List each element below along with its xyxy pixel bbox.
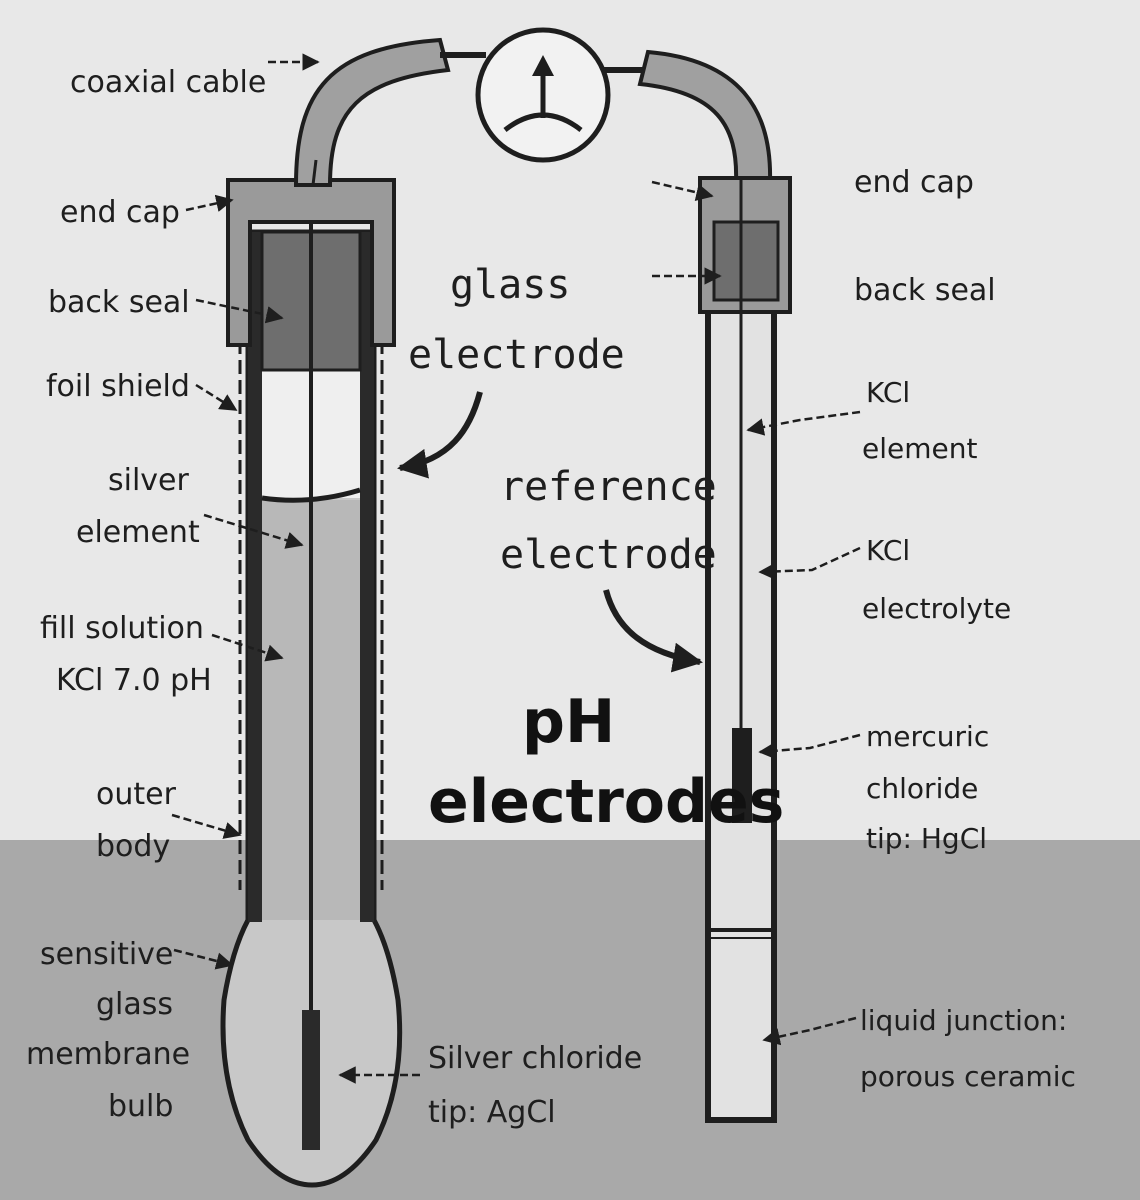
mercuric-chloride-tip [732,728,752,823]
label-reference-electrode-2: electrode [500,532,717,578]
reference-back-seal [712,220,780,302]
label-silver-element-1: silver [108,463,190,498]
label-kcl-electrolyte-2: electrolyte [862,592,1011,625]
label-kcl-electrolyte-1: KCl [866,534,910,567]
coaxial-cable-left [293,37,451,187]
label-glass-electrode-1: glass [450,262,570,308]
background-lower [0,840,1140,1200]
leader-lines-left [171,53,420,1084]
label-back-seal-right: back seal [854,273,996,308]
label-mercuric-2: chloride [866,772,978,805]
label-junction-1: liquid junction: [860,1004,1067,1037]
label-glass-electrode-2: electrode [408,332,625,378]
label-silver-chloride-2: tip: AgCl [428,1095,556,1130]
title-line-2: electrodes [428,767,784,837]
label-outer-body-1: outer [96,777,177,812]
label-outer-body-2: body [96,829,170,864]
label-bulb-1: sensitive [40,937,173,972]
label-bulb-2: glass [96,987,173,1022]
label-kcl-element-2: element [862,432,977,465]
label-bulb-3: membrane [26,1037,190,1072]
leader-lines-right [651,180,861,1046]
label-foil-shield: foil shield [46,369,190,404]
label-junction-2: porous ceramic [860,1060,1076,1093]
silver-chloride-tip [302,1010,320,1150]
glass-electrode [220,37,451,1188]
arrow-icon [397,391,483,479]
voltmeter-icon [440,27,650,163]
end-cap [226,178,396,347]
label-mercuric-3: tip: HgCl [866,822,987,855]
label-reference-electrode-1: reference [500,464,717,510]
label-mercuric-1: mercuric [866,720,989,753]
label-fill-solution-1: fill solution [40,611,204,646]
title-line-1: pH [522,687,615,757]
label-end-cap-right: end cap [854,165,974,200]
label-coaxial-cable: coaxial cable [70,65,266,100]
label-fill-solution-2: KCl 7.0 pH [56,663,212,698]
label-kcl-element-1: KCl [866,376,910,409]
label-back-seal-left: back seal [48,285,190,320]
reference-electrode [637,49,792,1123]
arrow-icon [603,589,703,673]
label-silver-element-2: element [76,515,200,550]
label-silver-chloride-1: Silver chloride [428,1041,642,1076]
label-end-cap-left: end cap [60,195,180,230]
label-bulb-4: bulb [108,1089,173,1124]
